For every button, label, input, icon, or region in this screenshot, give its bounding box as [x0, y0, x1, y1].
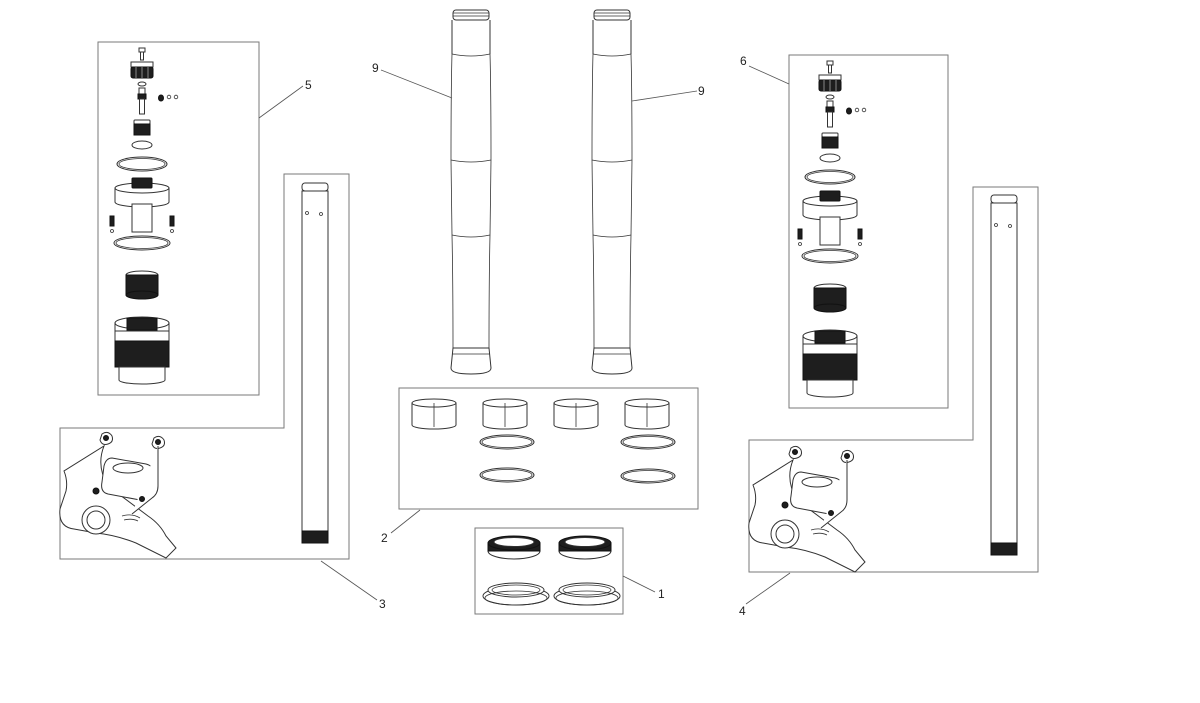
callout-1: 1	[658, 587, 665, 601]
cartridge-left-box	[97, 41, 260, 396]
fork-casting-right	[748, 445, 866, 573]
fork-casting-left	[59, 431, 177, 559]
callout-2: 2	[381, 531, 388, 545]
ring-3	[479, 467, 535, 483]
damper-cartridge-left	[109, 47, 179, 385]
leader-6	[748, 65, 790, 85]
lower-tube-right	[990, 194, 1018, 556]
damper-cartridge-right	[797, 60, 867, 398]
leader-1	[622, 575, 656, 593]
callout-6: 6	[740, 54, 747, 68]
dust-seal-1	[487, 535, 541, 560]
lower-tube-left	[301, 182, 329, 544]
stanchion-right	[591, 9, 633, 375]
leader-9-left	[380, 69, 453, 99]
bushing-2	[482, 398, 528, 430]
ring-1	[479, 434, 535, 450]
dust-seal-2	[558, 535, 612, 560]
leader-2	[390, 509, 421, 534]
foam-ring-1	[482, 582, 550, 606]
bushing-4	[624, 398, 670, 430]
leader-3	[320, 560, 378, 601]
ring-2	[620, 434, 676, 450]
seal-kit-box	[474, 527, 624, 615]
cartridge-right-box	[788, 54, 949, 409]
foam-ring-2	[553, 582, 621, 606]
bushing-kit-box	[398, 387, 699, 510]
stanchion-left	[450, 9, 492, 375]
callout-9-right: 9	[698, 84, 705, 98]
callout-3: 3	[379, 597, 386, 611]
bushing-1	[411, 398, 457, 430]
ring-4	[620, 468, 676, 484]
lower-leg-left-box	[59, 173, 350, 560]
leader-4	[745, 572, 791, 605]
lower-leg-right-box	[748, 186, 1039, 573]
leader-5	[258, 85, 304, 119]
bushing-3	[553, 398, 599, 430]
callout-4: 4	[739, 604, 746, 618]
callout-5: 5	[305, 78, 312, 92]
leader-9-right	[631, 90, 698, 102]
callout-9-left: 9	[372, 61, 379, 75]
